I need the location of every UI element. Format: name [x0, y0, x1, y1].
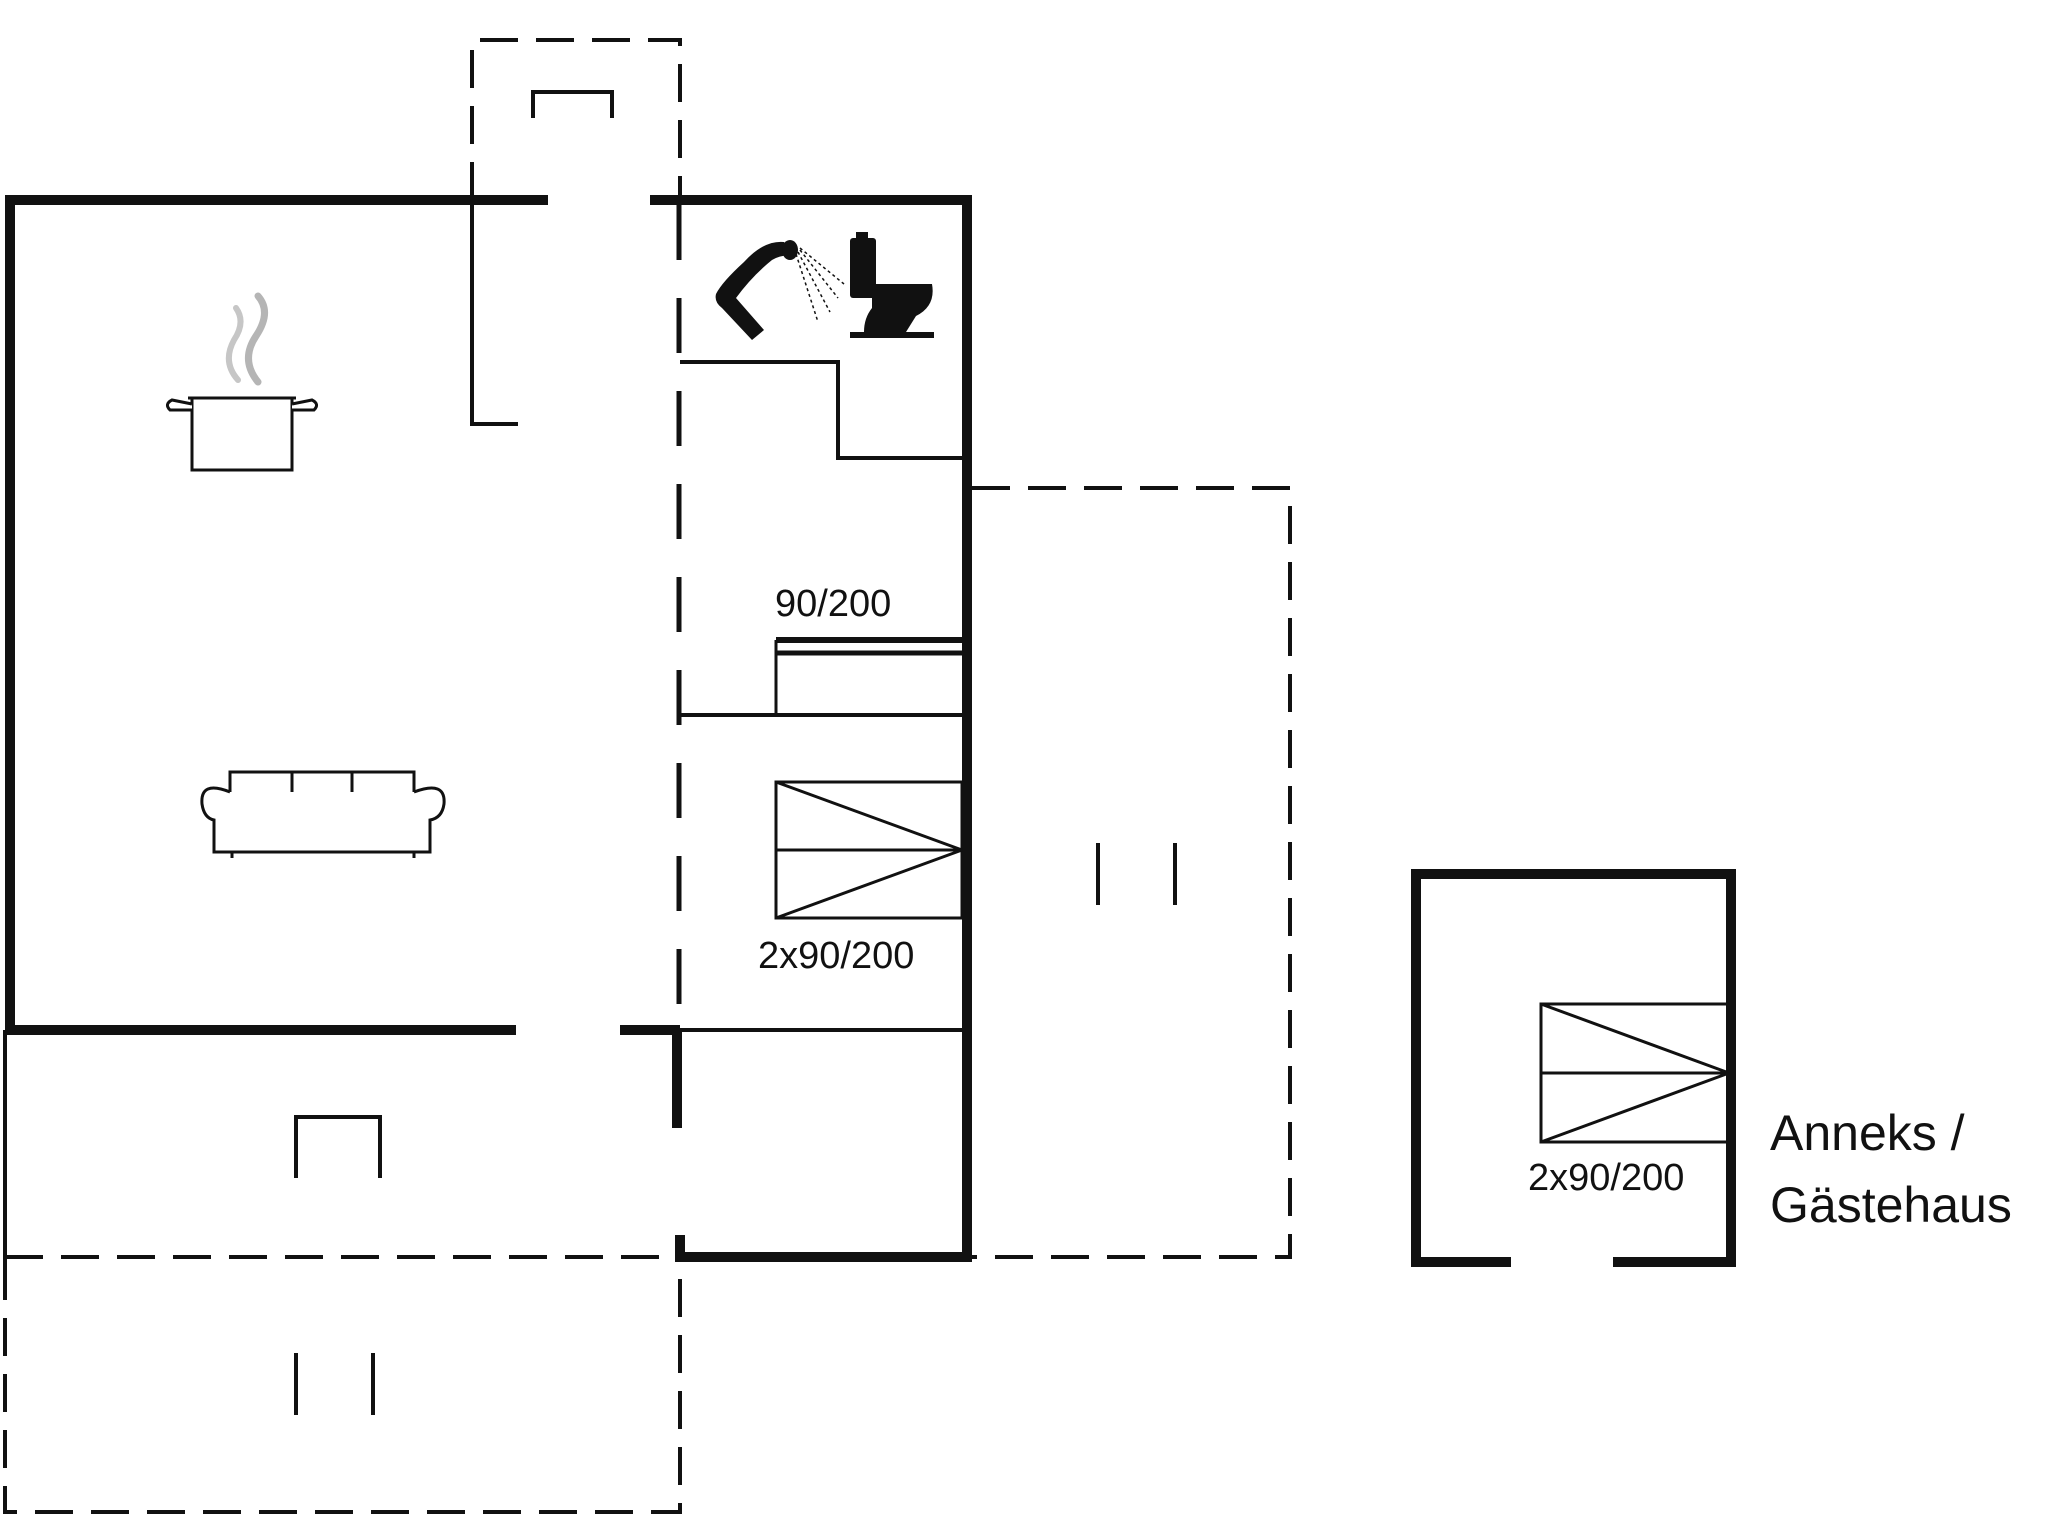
annex-title-line1: Anneks /: [1770, 1105, 1965, 1161]
annex-bed-label: 2x90/200: [1528, 1157, 1684, 1199]
terrace-outlines: [3, 38, 1292, 1514]
sofa-icon: [200, 770, 446, 858]
shower-icon: [715, 240, 845, 340]
kitchen-step: [294, 1115, 382, 1178]
twin-bed-label: 2x90/200: [758, 935, 914, 977]
cooking-pot-icon: [165, 292, 319, 472]
entrance-step: [531, 90, 614, 118]
opening-markers: [294, 90, 1177, 1415]
main-house-walls: [5, 195, 972, 1262]
interior-walls: [3, 200, 965, 1262]
single-bed-label: 90/200: [775, 583, 891, 625]
annex-walls: [1411, 869, 1736, 1267]
annex-title-line2: Gästehaus: [1770, 1177, 2012, 1233]
toilet-icon: [850, 232, 934, 338]
